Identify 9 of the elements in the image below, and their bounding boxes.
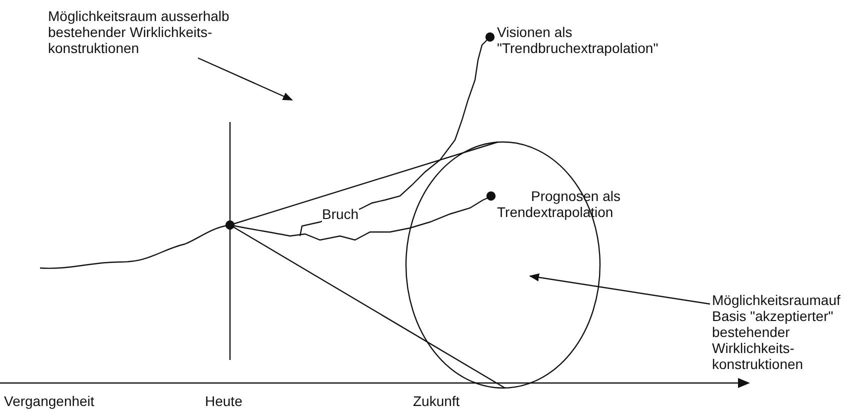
break-label: Bruch <box>322 206 359 222</box>
axis-label: Heute <box>205 393 242 409</box>
arrow <box>529 273 710 305</box>
axis-label: Zukunft <box>413 393 460 409</box>
axis-label: Vergangenheit <box>4 393 94 409</box>
vision-label: Visionen als "Trendbruchextrapolation" <box>497 24 660 56</box>
annotation-text: Möglichkeitsraum ausserhalb bestehender Wirklichkeits- konstruktionen <box>48 8 248 56</box>
arrow <box>198 57 293 101</box>
annotation-text: Möglichkeitsraumauf Basis "akzeptierter" bestehender Wirklichkeits- konstruktionen <box>712 292 852 372</box>
